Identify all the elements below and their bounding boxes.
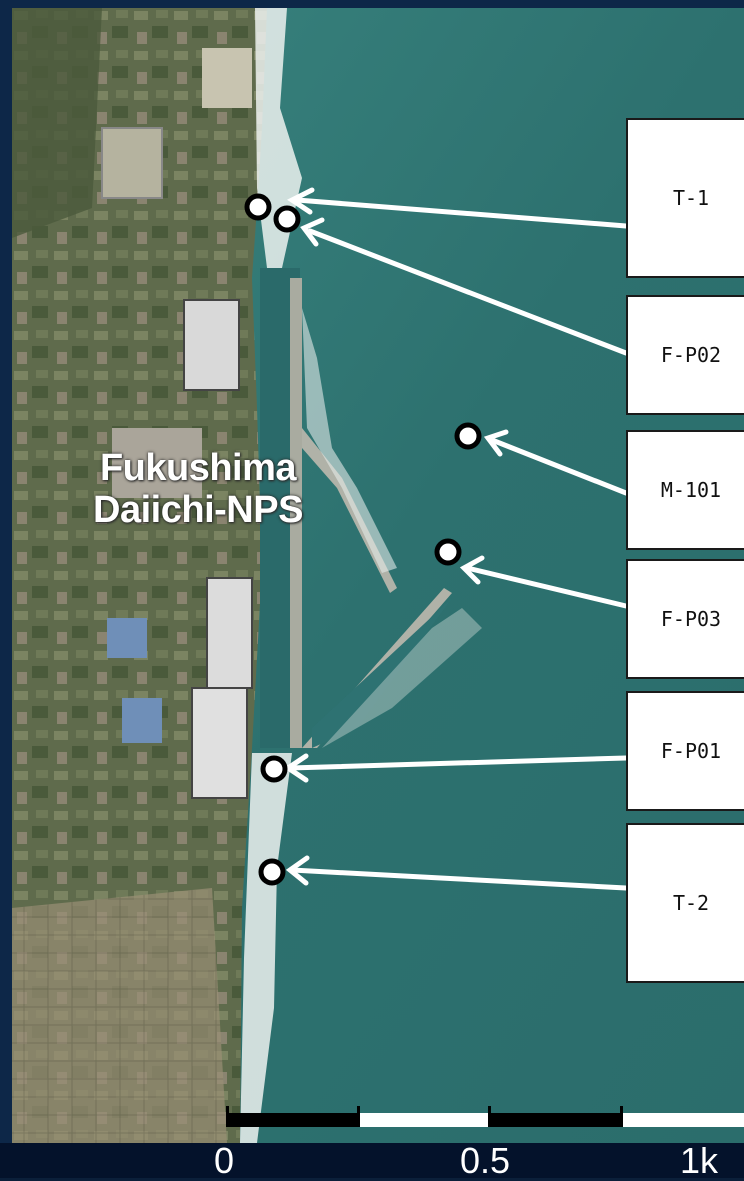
arrow-F-P01	[287, 755, 629, 771]
scale-tick-0	[226, 1106, 229, 1127]
arrowhead-F-P02	[300, 217, 325, 247]
station-label-T-2: T-2	[626, 823, 744, 983]
site-name-line1: Fukushima	[99, 447, 297, 489]
farmland	[12, 888, 227, 1143]
station-label-F-P03: F-P03	[626, 559, 744, 679]
scale-label-0-5: 0.5	[460, 1140, 511, 1181]
scale-label-strip: 0 0.5 1k	[0, 1140, 744, 1181]
arrow-T-1	[294, 197, 629, 229]
scale-segment-2	[358, 1113, 489, 1127]
scale-segment-1	[226, 1113, 358, 1127]
arrow-T-2	[289, 867, 629, 891]
scale-bar	[226, 1106, 744, 1127]
arrowhead-F-P03	[459, 555, 485, 585]
forest-area	[12, 8, 102, 238]
site-name-line2: Daiichi-NPS	[93, 488, 303, 531]
plant-buildings	[101, 48, 253, 799]
scale-label-0: 0	[214, 1140, 235, 1181]
map-canvas	[12, 8, 744, 1143]
marker-F-P01	[260, 755, 288, 783]
marker-T-2	[258, 858, 286, 886]
arrow-F-P02	[307, 228, 629, 356]
aerial-map: Fukushima Daiichi-NPS T-1 F-P02 M-101 F-…	[12, 8, 744, 1143]
marker-F-P03	[434, 538, 462, 566]
surf	[240, 8, 482, 1143]
arrowhead-T-2	[285, 855, 310, 886]
station-arrows	[283, 187, 629, 891]
scale-tick-1	[357, 1106, 360, 1127]
scale-tick-2	[488, 1106, 491, 1127]
station-label-T-1: T-1	[626, 118, 744, 278]
station-label-F-P01: F-P01	[626, 691, 744, 811]
arrowhead-M-101	[483, 429, 509, 457]
station-markers	[244, 193, 482, 886]
scale-segment-3	[489, 1113, 621, 1127]
arrow-M-101	[489, 437, 629, 496]
station-label-F-P02: F-P02	[626, 295, 744, 415]
marker-M-101	[454, 422, 482, 450]
arrow-F-P03	[464, 565, 629, 609]
marker-T-1	[244, 193, 272, 221]
site-name: Fukushima Daiichi-NPS	[58, 447, 338, 532]
arrowhead-F-P01	[283, 753, 309, 783]
scale-label-1k: 1k	[680, 1140, 719, 1181]
arrowhead-T-1	[287, 187, 315, 215]
scale-tick-3	[620, 1106, 623, 1127]
land	[12, 8, 267, 1143]
marker-F-P02	[273, 205, 301, 233]
station-label-M-101: M-101	[626, 430, 744, 550]
scale-segment-4	[621, 1113, 744, 1127]
